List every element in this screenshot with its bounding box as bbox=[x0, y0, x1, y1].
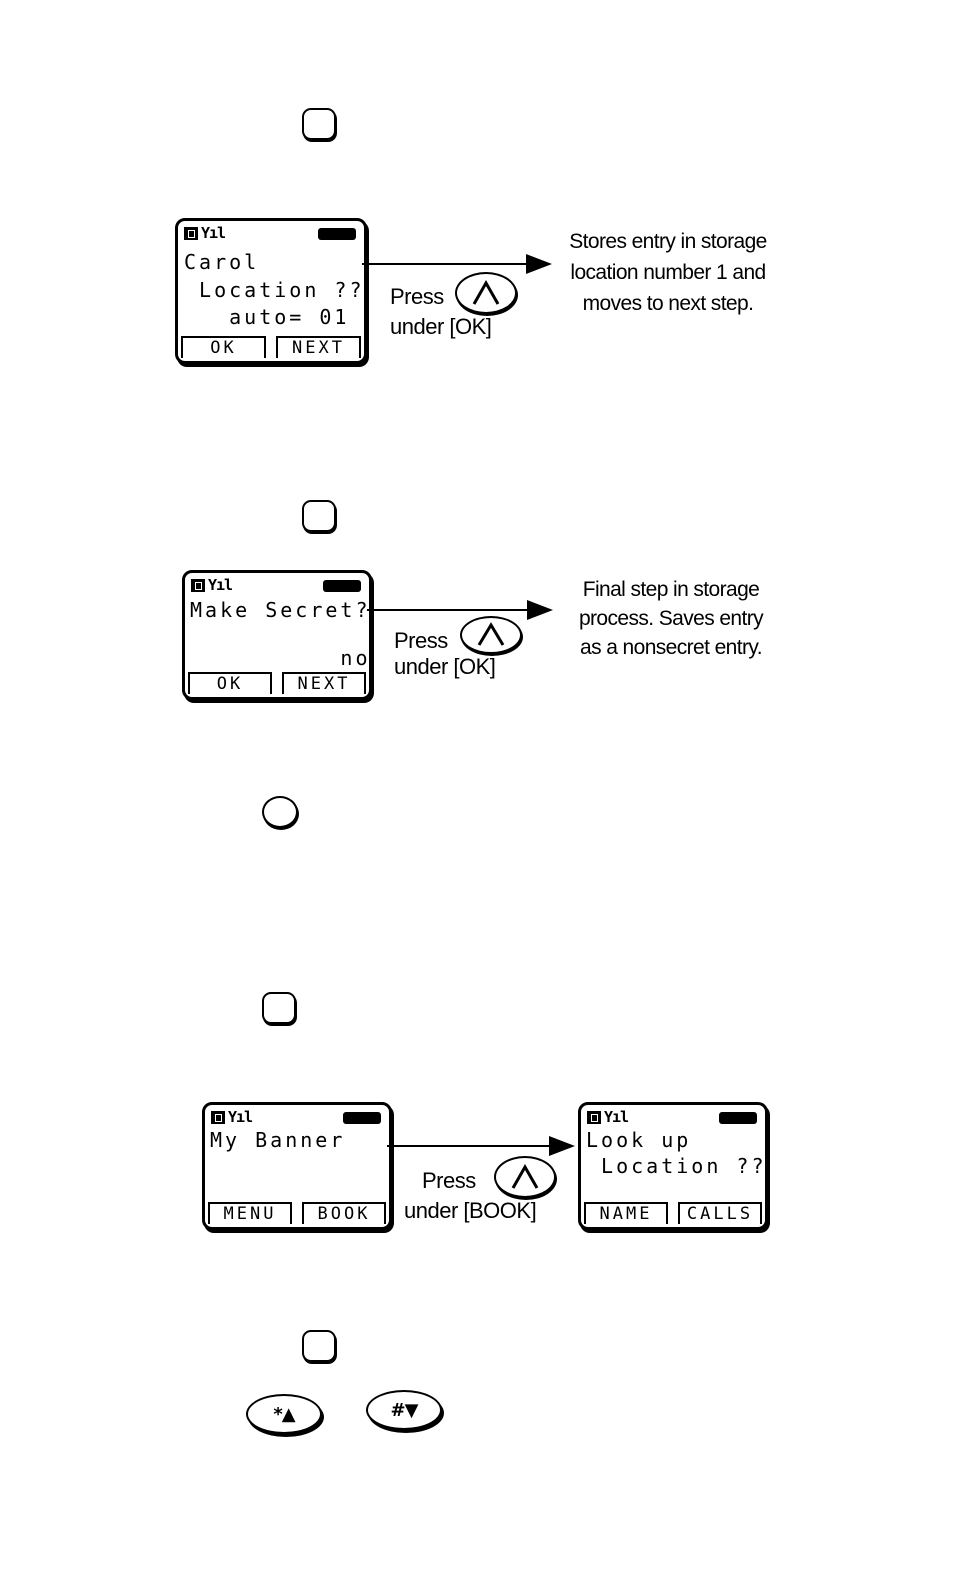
signal-strength-icon: Yıl bbox=[208, 576, 233, 594]
roam-icon bbox=[211, 1110, 225, 1124]
softkey-bar: MENU BOOK bbox=[208, 1202, 386, 1224]
roam-icon bbox=[191, 578, 205, 592]
screen-line: Look up bbox=[586, 1128, 692, 1152]
softkey-name[interactable]: NAME bbox=[584, 1202, 668, 1224]
screen-line: My Banner bbox=[210, 1128, 346, 1152]
status-bar: Yıl bbox=[587, 1108, 629, 1126]
star-key-icon: *▲ bbox=[246, 1394, 322, 1434]
flow-arrow bbox=[367, 600, 553, 620]
flow-arrow bbox=[362, 254, 552, 274]
key-outline-icon bbox=[302, 1330, 336, 1362]
phone-screen-make-secret: Yıl Make Secret? no OK NEXT bbox=[182, 570, 372, 700]
softkey-bar: OK NEXT bbox=[181, 336, 361, 358]
status-bar: Yıl bbox=[191, 576, 233, 594]
status-bar: Yıl bbox=[211, 1108, 253, 1126]
screen-line: Make Secret? bbox=[190, 598, 371, 622]
screen-line: Carol bbox=[184, 250, 260, 274]
softkey-bar: OK NEXT bbox=[188, 672, 366, 694]
key-outline-icon bbox=[302, 500, 336, 532]
step-description: Stores entry in storage location number … bbox=[569, 230, 767, 315]
softkey-button-icon bbox=[455, 272, 517, 314]
phone-screen-carol: Yıl Carol Location ?? auto= 01 OK NEXT bbox=[175, 218, 367, 364]
softkey-book[interactable]: BOOK bbox=[302, 1202, 386, 1224]
under-label: under [BOOK] bbox=[404, 1198, 537, 1223]
battery-icon bbox=[343, 1112, 381, 1124]
softkey-calls[interactable]: CALLS bbox=[678, 1202, 762, 1224]
softkey-button-icon bbox=[460, 616, 522, 654]
signal-strength-icon: Yıl bbox=[604, 1108, 629, 1126]
phone-screen-banner: Yıl My Banner MENU BOOK bbox=[202, 1102, 392, 1230]
press-label: Press bbox=[422, 1168, 476, 1193]
signal-strength-icon: Yıl bbox=[201, 224, 226, 242]
step-description: Final step in storage process. Saves ent… bbox=[578, 578, 764, 659]
softkey-ok[interactable]: OK bbox=[181, 336, 266, 358]
screen-line: Location ?? bbox=[184, 278, 365, 302]
roam-icon bbox=[587, 1110, 601, 1124]
signal-strength-icon: Yıl bbox=[228, 1108, 253, 1126]
pound-key-icon: #▼ bbox=[366, 1390, 442, 1430]
roam-icon bbox=[184, 226, 198, 240]
key-outline-icon bbox=[262, 992, 296, 1024]
key-outline-icon bbox=[302, 108, 336, 140]
battery-icon bbox=[318, 228, 356, 240]
screen-line: Location ?? bbox=[586, 1154, 767, 1178]
screen-line: auto= 01 bbox=[184, 305, 350, 329]
softkey-button-icon bbox=[494, 1156, 556, 1198]
softkey-next[interactable]: NEXT bbox=[282, 672, 366, 694]
softkey-ok[interactable]: OK bbox=[188, 672, 272, 694]
press-label: Press bbox=[390, 284, 444, 309]
softkey-menu[interactable]: MENU bbox=[208, 1202, 292, 1224]
softkey-next[interactable]: NEXT bbox=[276, 336, 361, 358]
battery-icon bbox=[323, 580, 361, 592]
phone-screen-lookup: Yıl Look up Location ?? NAME CALLS bbox=[578, 1102, 768, 1230]
flow-arrow bbox=[387, 1136, 575, 1156]
under-label: under [OK] bbox=[394, 654, 496, 679]
status-bar: Yıl bbox=[184, 224, 226, 242]
key-outline-icon bbox=[262, 796, 298, 828]
under-label: under [OK] bbox=[390, 314, 492, 339]
softkey-bar: NAME CALLS bbox=[584, 1202, 762, 1224]
screen-line: no bbox=[190, 646, 371, 670]
battery-icon bbox=[719, 1112, 757, 1124]
press-label: Press bbox=[394, 628, 448, 653]
